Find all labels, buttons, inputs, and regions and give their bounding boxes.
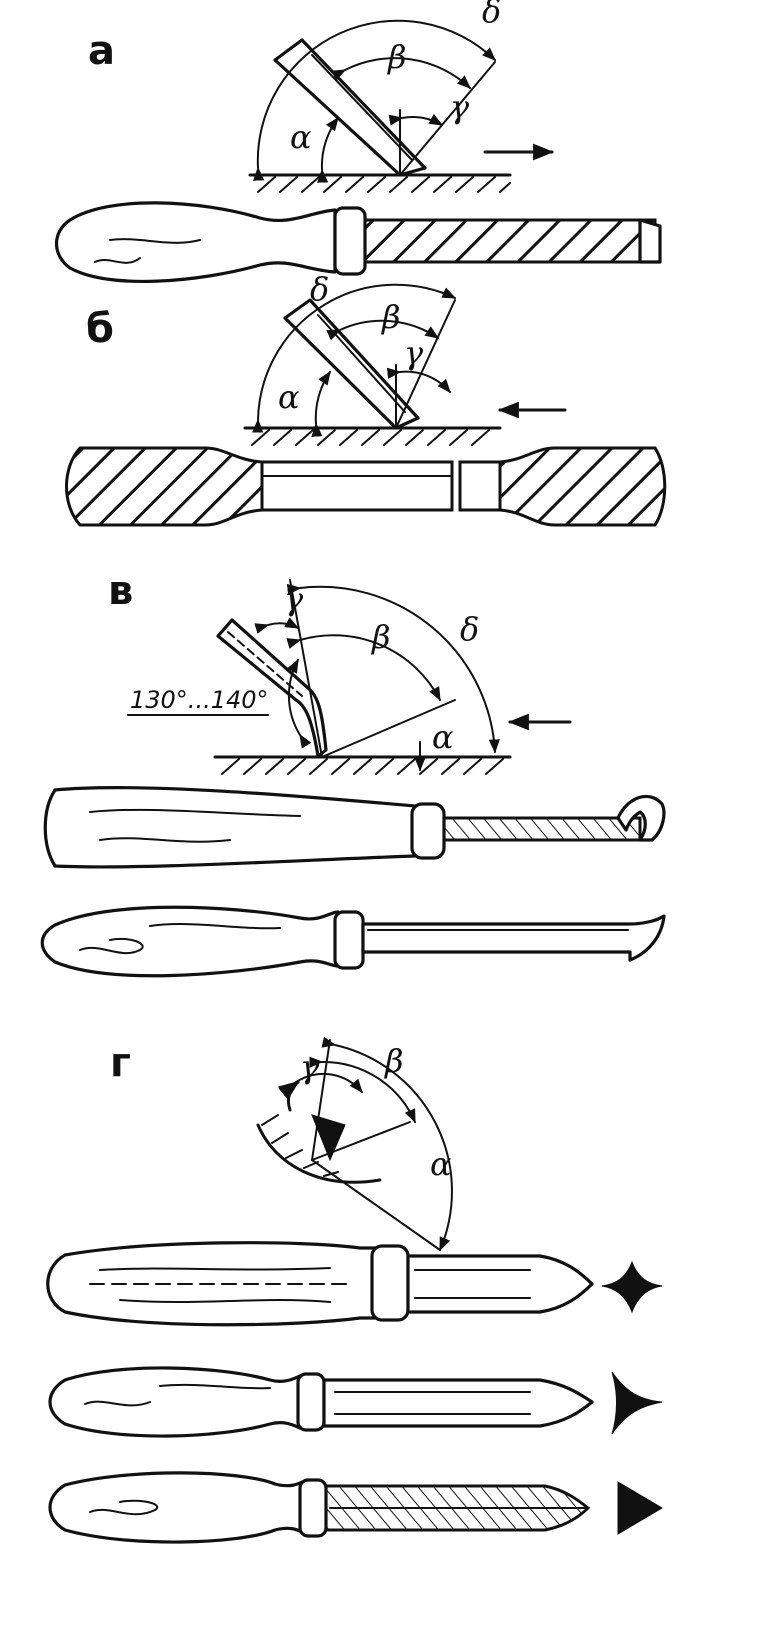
arc-beta <box>326 319 440 341</box>
tool-b-shaft-left <box>260 460 454 512</box>
arc-gamma <box>278 1072 363 1098</box>
wood-grain <box>94 238 201 264</box>
panel-g-label: г <box>110 1040 131 1086</box>
cross-section-three-edge-fluted <box>611 1371 663 1435</box>
tool-g2-blade <box>322 1378 594 1428</box>
label-delta: δ <box>460 610 479 648</box>
wood-grain <box>99 1267 331 1303</box>
tool-g2-ferrule <box>296 1372 326 1432</box>
tool-v2-handle <box>40 905 340 978</box>
surface-hatch <box>221 758 504 775</box>
panel-g: г γ β α <box>46 1036 663 1544</box>
panel-a-label: а <box>88 28 115 74</box>
arc-alpha <box>317 116 339 183</box>
tool-a-handle <box>55 201 337 283</box>
label-delta: δ <box>482 0 501 30</box>
arc-delta <box>253 19 497 181</box>
arc-beta <box>309 1056 416 1124</box>
surface-hatch <box>257 176 511 193</box>
label-alpha: α <box>430 1145 452 1183</box>
label-alpha: α <box>278 378 300 416</box>
panel-v-label: в <box>108 568 133 614</box>
arc-wedge <box>287 658 312 749</box>
wood-grain <box>84 1383 271 1407</box>
arc-delta <box>286 583 500 754</box>
label-gamma: γ <box>404 334 424 372</box>
panel-b: б δ β γ α <box>65 270 667 527</box>
tool-g3-handle <box>48 1471 304 1544</box>
label-beta: β <box>371 618 391 656</box>
tool-a-blade <box>363 218 657 264</box>
label-delta: δ <box>310 270 329 308</box>
surface-hatch <box>251 429 490 446</box>
label-beta: β <box>387 38 407 76</box>
tool-a-tip <box>638 218 662 264</box>
wood-grain <box>89 808 301 843</box>
tool-g1-ferrule <box>370 1244 410 1322</box>
tool-b-shaft-right <box>458 460 502 512</box>
tool-v2-shaft <box>361 914 666 962</box>
rotation-arrow <box>277 1080 300 1112</box>
label-beta: β <box>381 298 401 336</box>
tool-v1-ferrule <box>410 802 446 860</box>
tool-g2-grooves <box>334 1391 531 1415</box>
tool-v1-shaft <box>442 816 642 842</box>
label-beta: β <box>384 1042 404 1080</box>
label-gamma: γ <box>450 88 470 126</box>
wood-grain <box>89 1499 159 1516</box>
panel-a: а δ β γ α <box>55 0 662 283</box>
tool-g1-blade <box>406 1254 594 1314</box>
tool-v1-handle <box>43 786 417 869</box>
tool-g1-grooves <box>414 1269 531 1299</box>
label-gamma: γ <box>300 1048 320 1086</box>
tool-g3-ferrule <box>298 1478 328 1538</box>
arc-gamma <box>388 113 444 126</box>
panel-v: в γ β δ α 130°...140° <box>40 568 666 978</box>
panel-b-label: б <box>86 306 114 352</box>
arc-alpha <box>311 370 331 437</box>
rake-line <box>399 61 496 176</box>
cross-section-triangle <box>617 1481 663 1535</box>
arc-gamma <box>386 367 451 394</box>
arc-beta <box>286 634 441 702</box>
label-gamma: γ <box>284 580 304 618</box>
arc-delta <box>252 283 457 433</box>
tool-v2-ferrule <box>333 910 365 970</box>
tool-b-right-end <box>498 446 667 527</box>
angle-range-label: 130°...140° <box>130 686 269 714</box>
wood-grain <box>79 923 281 955</box>
tangent-line <box>311 1159 441 1251</box>
tool-v1-hook <box>616 794 666 842</box>
cross-section-four-edge <box>601 1260 663 1314</box>
arc-beta <box>331 57 472 89</box>
tool-b-left-end <box>65 446 264 527</box>
arc-gamma <box>254 617 300 634</box>
tool-a-ferrule <box>333 206 367 276</box>
label-alpha: α <box>290 118 312 156</box>
tool-g2-handle <box>48 1366 302 1438</box>
label-alpha: α <box>432 718 454 756</box>
